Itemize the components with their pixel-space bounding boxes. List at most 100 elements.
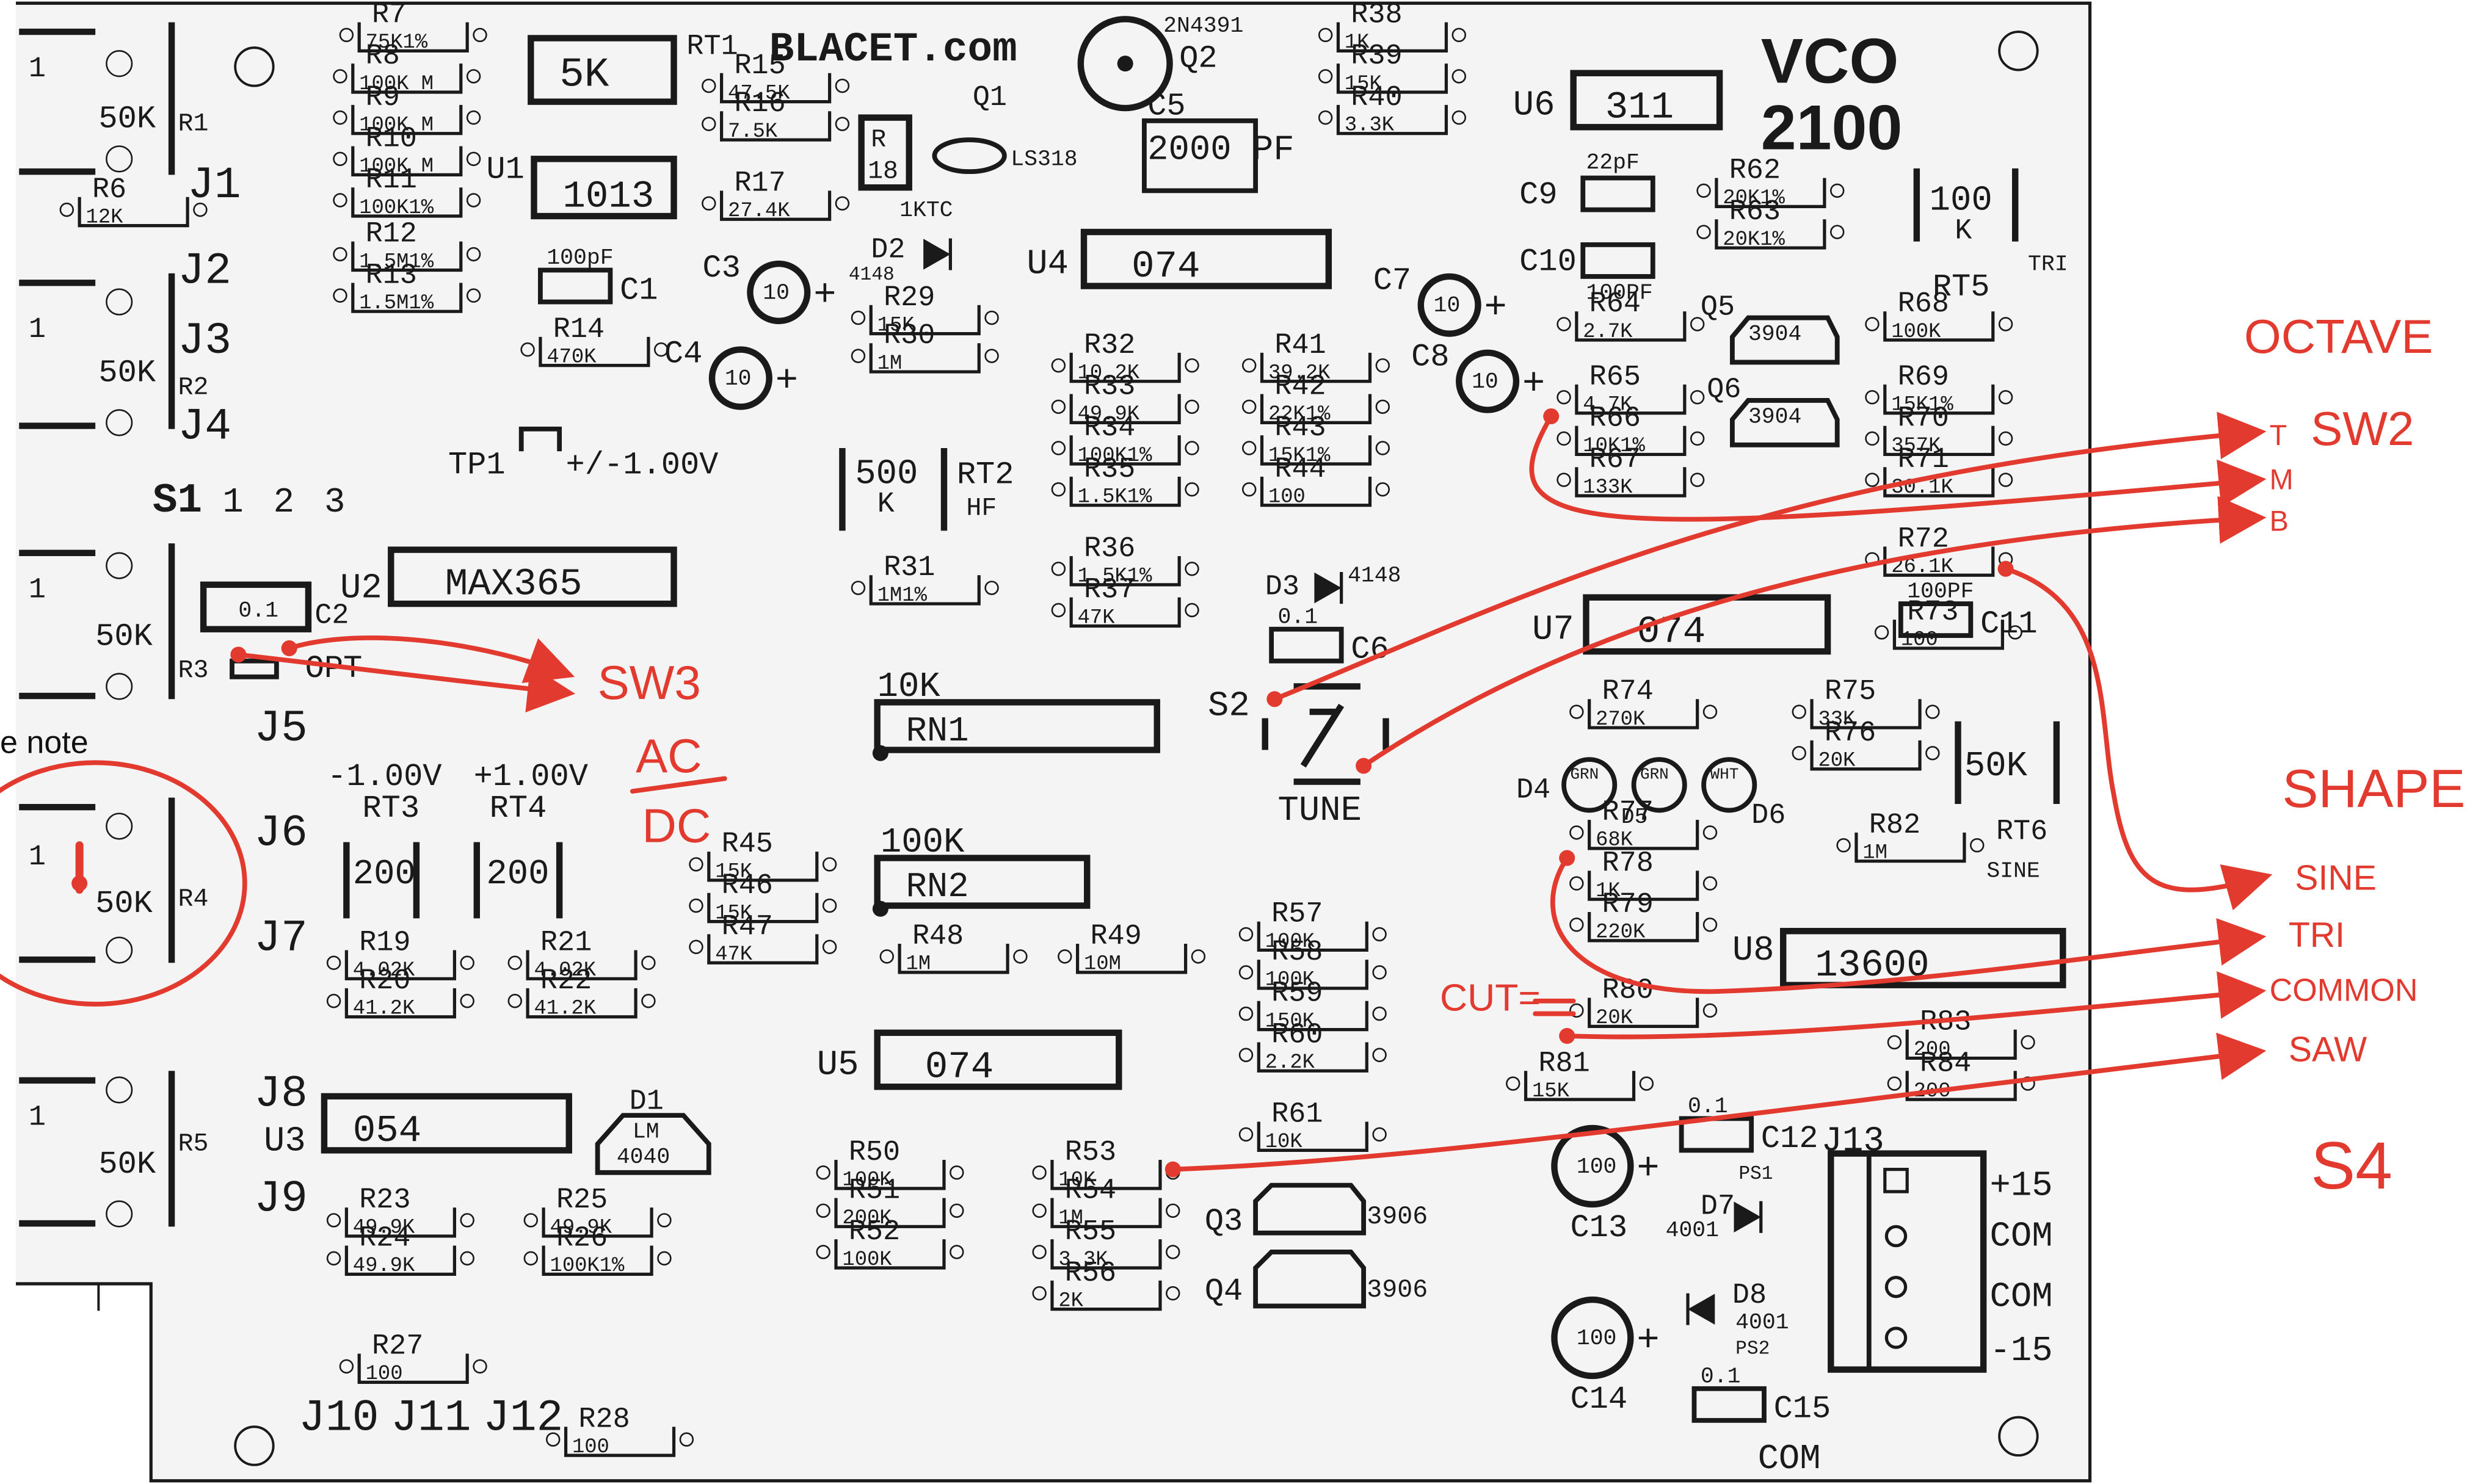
octave-label: OCTAVE: [2244, 309, 2433, 363]
resistor-value: 4.7K: [1583, 394, 1633, 417]
resistor-ref: R62: [1729, 155, 1781, 187]
capacitor-value: 10: [1434, 293, 1461, 318]
capacitor-value: 10: [725, 366, 752, 391]
resistor-ref: R43: [1274, 412, 1326, 444]
board-outline: [16, 1, 2092, 1483]
svg-text:311: 311: [1605, 86, 1674, 129]
resistor-value: 1K: [1345, 31, 1370, 54]
resistor-ref: R14: [553, 314, 605, 346]
svg-text:074: 074: [925, 1046, 994, 1089]
ic-u4: U4 074: [1026, 228, 1332, 289]
svg-text:U6: U6: [1513, 85, 1555, 125]
resistor-ref: R35: [1084, 454, 1135, 486]
resistor-value: 100K M: [359, 114, 434, 137]
jack-j9: J9: [254, 1173, 307, 1224]
svg-text:MAX365: MAX365: [445, 562, 583, 606]
shape-saw: SAW: [2289, 1030, 2367, 1070]
shape-label: SHAPE: [2282, 758, 2465, 819]
resistor-ref: R81: [1538, 1048, 1589, 1080]
resistor-ref: R78: [1602, 847, 1654, 880]
svg-text:1: 1: [29, 841, 46, 874]
ic-u2: U2 MAX365: [340, 546, 677, 609]
resistor-value: 10K1%: [1583, 435, 1645, 458]
resistor-value: 15K: [877, 314, 915, 337]
svg-text:+: +: [1637, 1316, 1659, 1359]
svg-text:1: 1: [29, 314, 46, 346]
capacitor-value: 100: [1577, 1326, 1617, 1351]
resistor-value: 49.9K: [1078, 403, 1140, 426]
capacitor-value: 10: [763, 280, 790, 305]
resistor-value: 10K: [1265, 1131, 1303, 1154]
resistor-value: 10K: [1058, 1169, 1096, 1192]
resistor-ref: R20: [359, 965, 410, 997]
ic-u3: U3 054: [264, 1093, 572, 1161]
switch-s1: S1 1 2 3: [153, 478, 345, 524]
trimmer-rt3: -1.00V RT3 200: [327, 759, 442, 919]
capacitor-value: 100pF: [547, 245, 613, 270]
transistor-q6: Q6 3904: [1707, 374, 1840, 447]
resistor-ref: R75: [1825, 676, 1876, 708]
resistor-ref: R66: [1589, 403, 1641, 435]
svg-text:TRI: TRI: [2028, 252, 2068, 277]
resistor-value: 3.3K: [1345, 114, 1395, 137]
switch-s2-tune: S2 TUNE: [1208, 683, 1389, 831]
resistor-value: 27.4K: [728, 200, 790, 223]
svg-text:RN1: RN1: [906, 712, 969, 751]
svg-text:3906: 3906: [1367, 1275, 1428, 1305]
resistor-ref: R61: [1271, 1099, 1323, 1131]
svg-text:LM: LM: [633, 1120, 659, 1145]
resistor-ref: R23: [359, 1184, 410, 1217]
svg-text:U8: U8: [1732, 931, 1775, 971]
power-connector-j13: J13 +15 COM COM -15 COM: [1758, 1121, 2053, 1479]
resistor-ref: R44: [1274, 454, 1326, 486]
resistor-ref: R31: [884, 552, 935, 584]
resistor-value: 49.9K: [353, 1254, 415, 1278]
resistor-ref: R45: [722, 828, 773, 861]
svg-text:074: 074: [1132, 245, 1200, 288]
svg-text:50K: 50K: [95, 619, 153, 655]
resistor-ref: R71: [1898, 444, 1949, 476]
resistor-value: 1M: [906, 953, 931, 976]
svg-text:PS1: PS1: [1738, 1164, 1773, 1185]
resistor-ref: R30: [884, 320, 935, 352]
resistor-value: 4.02K: [353, 959, 415, 982]
resistor-value: 41.2K: [353, 997, 415, 1021]
resistor-value: 1.5M1%: [359, 250, 434, 273]
svg-text:1013: 1013: [562, 175, 654, 218]
svg-text:-15: -15: [1990, 1331, 2053, 1371]
resistor-value: 100K1%: [1078, 444, 1153, 468]
svg-text:U3: U3: [264, 1121, 306, 1161]
pot-r4: 1 50K R4: [19, 797, 208, 964]
octave-t-wire: [1272, 411, 2267, 702]
capacitor-value: 2000 PF: [1147, 130, 1294, 170]
resistor-value: 4.02K: [534, 959, 597, 982]
svg-text:5K: 5K: [559, 52, 609, 99]
jack-j1: J1: [187, 160, 241, 211]
svg-text:+: +: [1484, 284, 1506, 327]
resistor-value: 1K: [1596, 880, 1621, 903]
resistor-ref: R33: [1084, 371, 1135, 404]
resistor-value: 357K: [1891, 435, 1941, 458]
svg-text:K: K: [877, 488, 895, 521]
svg-text:U7: U7: [1532, 610, 1574, 650]
